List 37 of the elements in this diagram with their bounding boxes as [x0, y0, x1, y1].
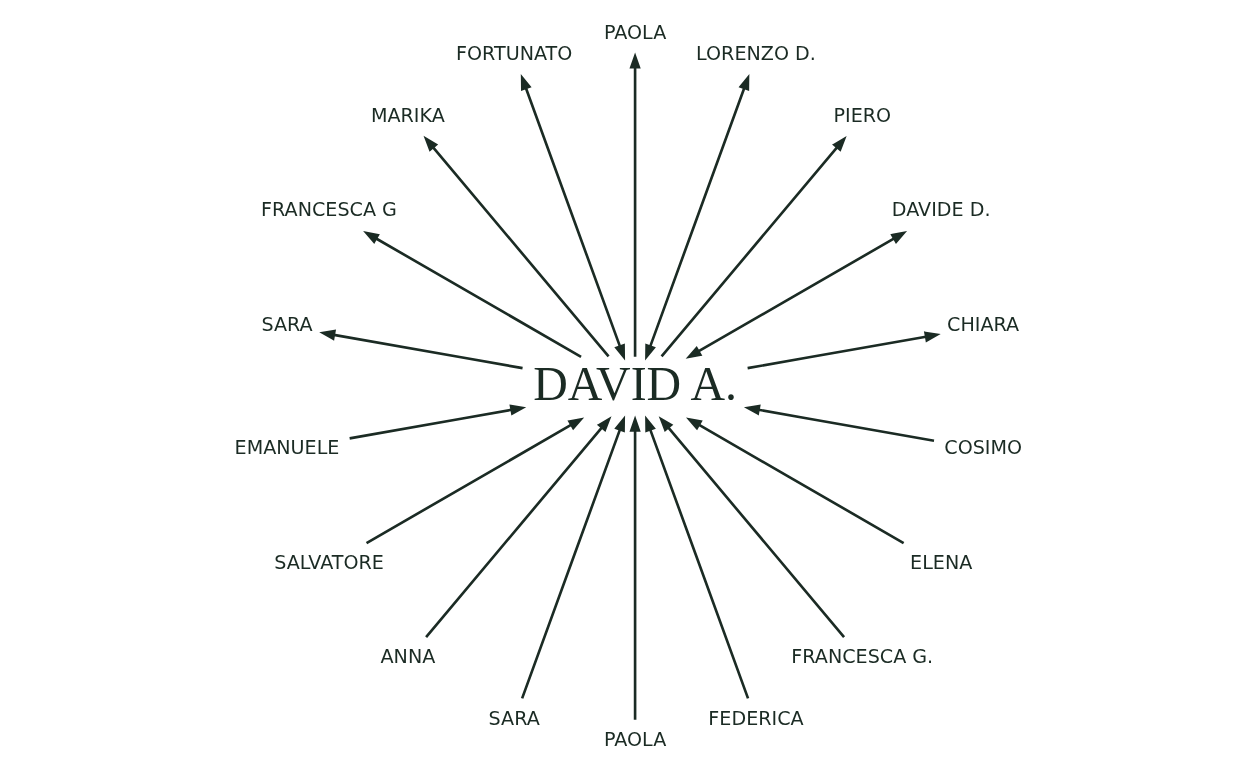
node-text: SARA — [260, 313, 313, 337]
node-text: DAVID A. — [532, 356, 737, 410]
arrow — [348, 404, 526, 440]
node-text: CHIARA — [946, 313, 1019, 337]
node-text: FRANCESCA G. — [790, 645, 933, 669]
arrow — [365, 417, 584, 545]
arrow — [743, 404, 934, 442]
node-text: PAOLA — [603, 21, 666, 45]
arrow — [362, 230, 582, 358]
arrow — [644, 415, 749, 699]
arrow — [424, 416, 611, 638]
arrow — [685, 417, 904, 545]
node-text: SARA — [488, 706, 540, 730]
node-text: FEDERICA — [707, 706, 804, 730]
node-text: COSIMO — [943, 435, 1022, 459]
arrow — [644, 74, 749, 361]
arrow — [628, 52, 641, 357]
node-text: FRANCESCA G — [260, 197, 397, 221]
node-text: ANNA — [380, 645, 435, 669]
node-text: ELENA — [909, 551, 972, 575]
arrow — [660, 135, 847, 358]
arrow — [520, 415, 625, 699]
node-text: LORENZO D. — [695, 42, 816, 66]
arrow — [318, 329, 523, 370]
node-text: PAOLA — [603, 727, 666, 751]
arrow — [423, 135, 610, 358]
node-text: DAVIDE D. — [891, 197, 990, 221]
arrow — [658, 416, 845, 638]
arrow — [520, 74, 625, 361]
node-text: FORTUNATO — [455, 42, 572, 66]
node-text: EMANUELE — [234, 435, 339, 459]
arrow — [746, 331, 941, 370]
node-text: MARIKA — [370, 103, 445, 127]
arrow — [628, 415, 641, 720]
node-text: SALVATORE — [273, 551, 384, 575]
node-text: PIERO — [832, 103, 891, 127]
arrow — [685, 230, 907, 359]
